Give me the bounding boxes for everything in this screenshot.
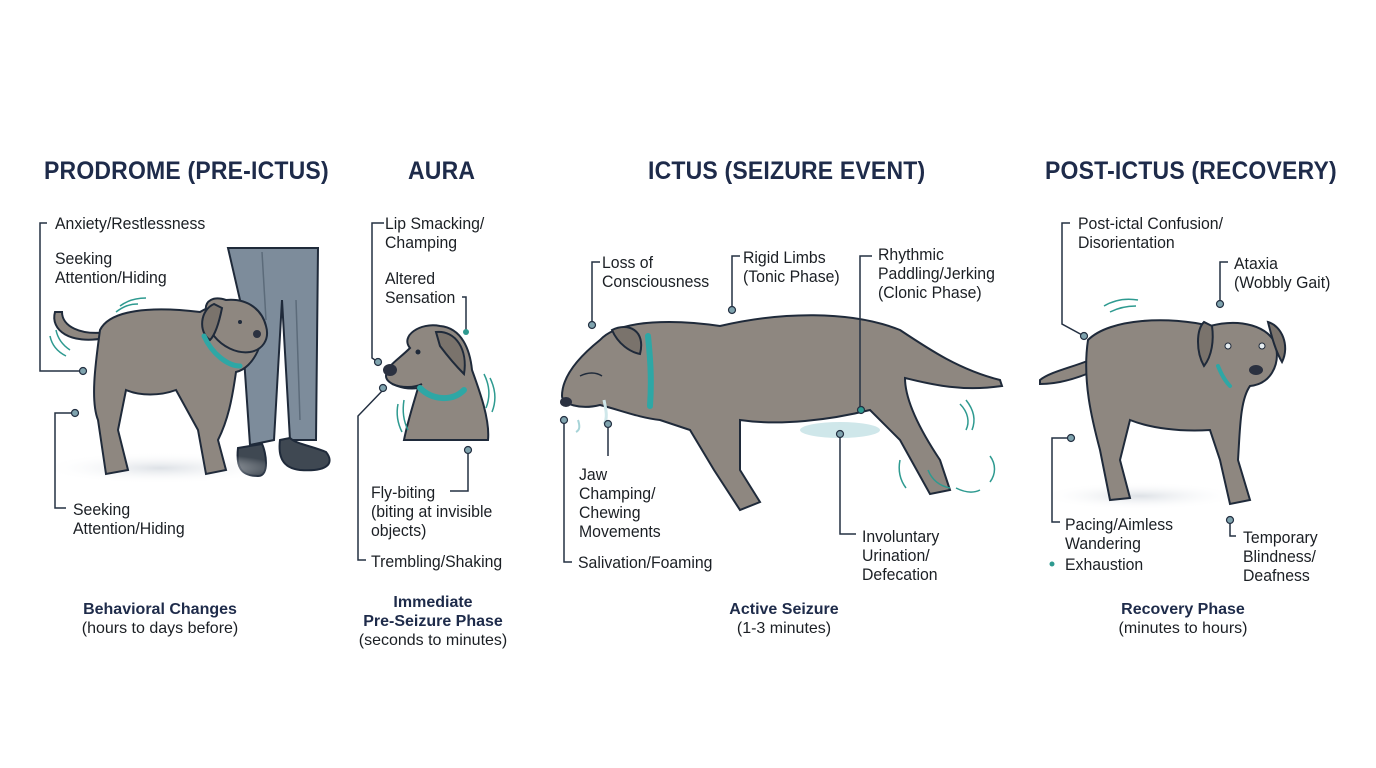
caption-duration: (1-3 minutes)	[736, 620, 832, 637]
sign-exhaustion: Exhaustion	[1065, 555, 1144, 574]
sign-involuntary-urination: Involuntary Urination/ Defecation	[862, 527, 940, 584]
caption-aura: Immediate Pre-Seizure Phase (seconds to …	[333, 593, 533, 650]
sign-temporary-blindness: Temporary Blindness/ Deafness	[1243, 528, 1318, 585]
sign-jaw-champing: Jaw Champing/ Chewing Movements	[579, 465, 661, 541]
sign-loss-of-consciousness: Loss of Consciousness	[602, 253, 710, 291]
sign-seeking-attention-hiding: Seeking Attention/Hiding	[55, 249, 167, 287]
caption-title-line-2: Pre-Seizure Phase	[363, 613, 503, 630]
sign-post-ictal-confusion: Post-ictal Confusion/ Disorientation	[1078, 214, 1223, 252]
sign-rigid-limbs: Rigid Limbs (Tonic Phase)	[743, 248, 840, 286]
sign-altered-sensation: Altered Sensation	[385, 269, 456, 307]
sign-ataxia: Ataxia (Wobbly Gait)	[1234, 254, 1331, 292]
caption-ictus: Active Seizure (1-3 minutes)	[684, 600, 884, 638]
caption-title: Behavioral Changes	[83, 601, 237, 618]
phase-title-prodrome: PRODROME (PRE-ICTUS)	[44, 157, 329, 185]
phase-title-aura: AURA	[408, 157, 476, 185]
sign-pacing-wandering: Pacing/Aimless Wandering	[1065, 515, 1174, 553]
phase-title-post-ictus: POST-ICTUS (RECOVERY)	[1045, 157, 1337, 185]
sign-seeking-attention-hiding-2: Seeking Attention/Hiding	[73, 500, 185, 538]
leader-dots	[70, 299, 1235, 567]
sign-anxiety-restlessness: Anxiety/Restlessness	[55, 214, 206, 233]
aura-dog-illustration	[383, 324, 496, 441]
caption-duration: (seconds to minutes)	[358, 632, 508, 649]
post-ictus-dog-illustration	[1039, 298, 1287, 510]
sign-salivation-foaming: Salivation/Foaming	[578, 553, 713, 572]
prodrome-dog-illustration	[40, 297, 280, 484]
caption-title: Recovery Phase	[1121, 601, 1245, 618]
sign-trembling-shaking: Trembling/Shaking	[371, 552, 503, 571]
caption-duration: (hours to days before)	[81, 620, 239, 637]
caption-title: Active Seizure	[729, 601, 839, 618]
phase-title-ictus: ICTUS (SEIZURE EVENT)	[648, 157, 926, 185]
sign-fly-biting: Fly-biting (biting at invisible objects)	[371, 483, 493, 540]
caption-title-line-1: Immediate	[393, 594, 473, 611]
sign-lip-smacking: Lip Smacking/ Champing	[385, 214, 485, 252]
sign-rhythmic-paddling: Rhythmic Paddling/Jerking (Clonic Phase)	[878, 245, 995, 302]
owner-legs-illustration	[226, 247, 331, 478]
caption-duration: (minutes to hours)	[1118, 620, 1248, 637]
caption-post-ictus: Recovery Phase (minutes to hours)	[1083, 600, 1283, 638]
caption-prodrome: Behavioral Changes (hours to days before…	[60, 600, 260, 638]
leader-lines	[39, 222, 1236, 563]
